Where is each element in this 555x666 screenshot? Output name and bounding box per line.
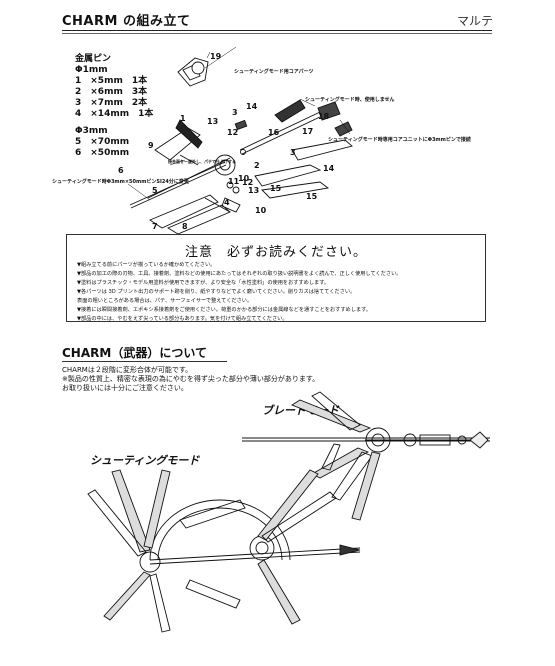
part-number: 3 [290, 148, 296, 157]
core-parts-upper [177, 57, 209, 87]
part-number: 7 [152, 222, 158, 231]
caution-list: ▼組み立てる前にパーツが揃っているか確かめてください。 ▼部品の加工の際の刃物、… [77, 261, 401, 324]
callout-core-parts: シューティングモード用コアパーツ [234, 69, 314, 75]
section-title: CHARM（武器）について [62, 346, 207, 360]
callout-core-unit: シューティングモード時専用コアユニットにΦ3mmピンで接続 [328, 137, 471, 143]
pin-item: 1 ×5mm 1本 [75, 76, 148, 86]
part-number: 4 [224, 198, 230, 207]
caution-line: 表面の粗いところがある場合は、パテ、サーフェイサーで整えてください。 [77, 298, 253, 304]
blade-lower-1 [149, 194, 219, 229]
part-number: 14 [323, 164, 335, 173]
pin-size-3mm: Φ3mm [75, 126, 108, 136]
caution-line: ▼塗料はプラスチック・モデル用塗料が使用できますが、より安全な「水性塗料」の使用… [77, 280, 330, 286]
pin-item: 2 ×6mm 3本 [75, 87, 148, 97]
shooting-mode-label: シューティングモード [90, 454, 200, 467]
blade-right-2 [261, 181, 330, 199]
callout-pin-change: シューティングモード時Φ3mm×50mmピンSI24分に変更 [52, 179, 189, 185]
pin-item: 5 ×70mm [75, 137, 130, 147]
caution-line: ▼部品の加工の際の刃物、工具、接着剤、塗料などの使用にあたってはそれぞれの取り扱… [77, 271, 402, 277]
page-title: CHARM の組み立て [62, 14, 191, 29]
part-number: 13 [207, 117, 219, 126]
section-line: CHARMは２段階に変形合体が可能です。 [62, 366, 193, 374]
parts-heading: 金属ピン [75, 54, 112, 64]
part-number: 15 [270, 184, 282, 193]
parts-list: 金属ピン Φ1mm 1 ×5mm 1本 2 ×6mm 3本 3 ×7mm 2本 … [75, 54, 153, 159]
part-number: 1 [180, 114, 186, 123]
caution-box: 注意 必ずお読みください。 ▼組み立てる前にパーツが揃っているか確かめてください… [66, 234, 486, 322]
pin-size-1mm: Φ1mm [75, 65, 108, 75]
section-line: お取り扱いには十分にご注意ください。 [62, 384, 188, 392]
blade-right-3 [291, 139, 353, 161]
part-number: 12 [242, 178, 254, 187]
part-number: 16 [268, 128, 280, 137]
header-divider [62, 30, 492, 31]
part-number: 17 [302, 127, 314, 136]
part-number: 10 [238, 174, 250, 183]
callout-not-used: シューティングモード時、使用しません [305, 97, 395, 103]
section-text: CHARMは２段階に変形合体が可能です。 ※製品の性質上、精密な表現の為にやむを… [62, 366, 319, 393]
part-number: 2 [254, 161, 260, 170]
section-line: ※製品の性質上、精密な表現の為にやむを得ず尖った部分や薄い部分があります。 [62, 375, 320, 383]
core-ring [214, 154, 236, 176]
blade-mode-illustration [242, 391, 490, 521]
core-unit-18 [317, 101, 341, 121]
part-number: 9 [148, 141, 154, 150]
part-number: 8 [182, 222, 188, 231]
header-divider-thin [62, 33, 492, 34]
pin-item: 6 ×50mm [75, 148, 130, 158]
part-number: 11 [228, 177, 240, 186]
part-number: 19 [210, 52, 222, 61]
blade-left-upper [154, 127, 201, 161]
part-number: 14 [246, 102, 258, 111]
part-number: 18 [318, 112, 330, 121]
pin-item: 3 ×7mm 2本 [75, 98, 148, 108]
caution-line: ▼各パーツは 3D プリント出力のサポート跡を削り、紙やすりなどでよく磨いてくだ… [77, 289, 356, 295]
part-number: 12 [227, 128, 239, 137]
callout-putty: 接合面を一度外し、パテで仕上げする [168, 159, 236, 164]
caution-line: ▼組み立てる前にパーツが揃っているか確かめてください。 [77, 262, 216, 268]
shooting-mode-illustration [87, 469, 361, 633]
part-number: 5 [152, 186, 158, 195]
caution-line: ▼接着には瞬間接着剤、エポキシ系接着剤をご使用ください。荷重のかかる部分には金属… [77, 307, 371, 313]
part-number: 10 [255, 206, 267, 215]
pin-item: 4 ×14mm 1本 [75, 109, 154, 119]
part-number: 15 [306, 192, 318, 201]
part-number: 13 [248, 186, 260, 195]
character-name: マルテ [456, 14, 493, 28]
blade-right-1 [254, 164, 322, 187]
part-number: 3 [232, 108, 238, 117]
part-number: 6 [118, 166, 124, 175]
caution-title: 注意 必ずお読みください。 [184, 245, 367, 260]
section-divider [62, 361, 227, 362]
caution-line: ▼部品の中には、やむをえず尖っている部分もあります。気を付けて組み立ててください… [77, 316, 288, 322]
